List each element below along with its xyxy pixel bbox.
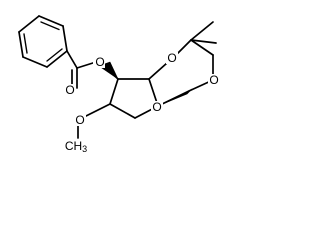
methyl-label-main: CH (65, 139, 82, 153)
atom-label-dioxane-oxygen-right: O (209, 73, 218, 87)
benzene-ring (18, 15, 68, 68)
furanose-ring (109, 78, 159, 119)
methyl-bond-up (190, 21, 214, 41)
atom-label-furanose-oxygen: O (152, 100, 161, 114)
methyl-bond-right (190, 39, 217, 44)
atom-label-methoxy-oxygen: O (75, 113, 84, 127)
molecule-structure-diagram: O O O O O O CH3 (18, 15, 220, 154)
stereo-wedge-c4 (157, 88, 193, 107)
atom-label-carbonyl-oxygen: O (65, 83, 74, 97)
atom-labels: O O O O O O CH3 (64, 51, 220, 154)
atom-label-ester-oxygen: O (95, 55, 104, 69)
carbonyl-to-ester-oxygen-bond (76, 61, 97, 69)
methoxy-group (77, 103, 111, 139)
gem-dimethyl (190, 21, 217, 44)
ring-to-carbonyl-bond (66, 50, 78, 69)
anomeric-to-methoxy-oxygen-bond (85, 103, 111, 117)
methyl-label-subscript: 3 (82, 144, 87, 154)
atom-label-dioxane-oxygen-top: O (167, 51, 176, 65)
atom-label-methyl: CH3 (65, 139, 87, 154)
